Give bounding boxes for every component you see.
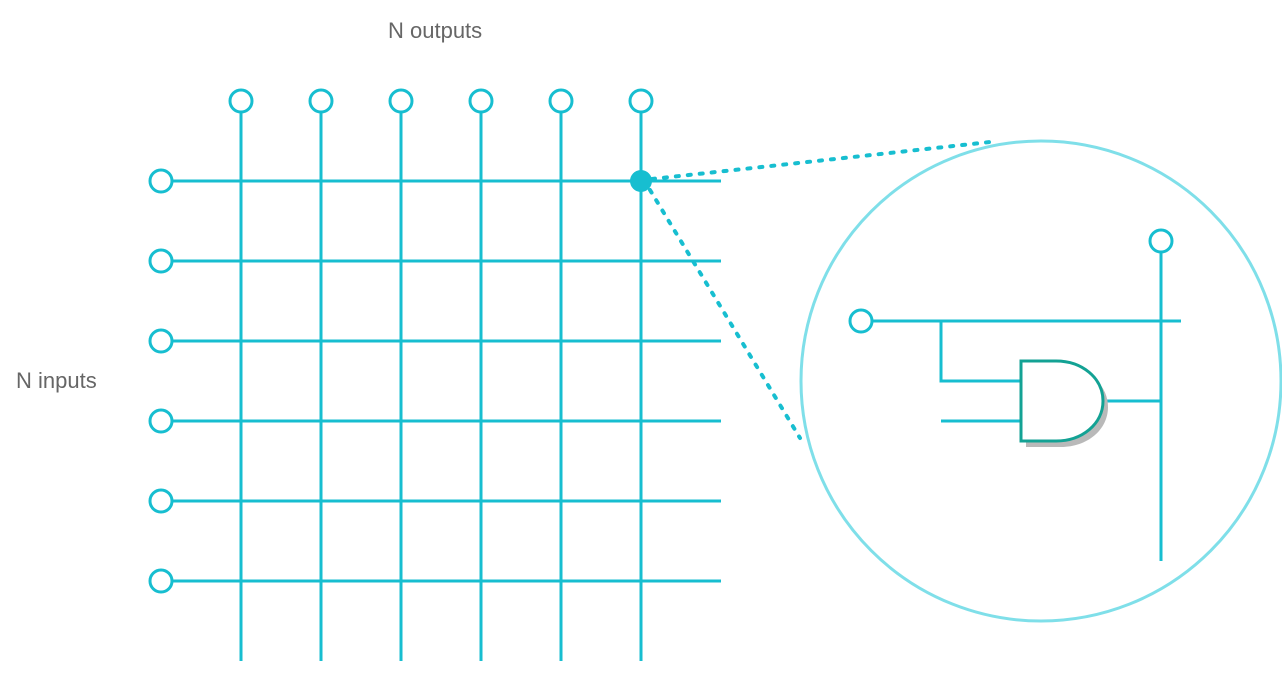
- zoom-connector-lower: [648, 188, 802, 440]
- inputs-label: N inputs: [16, 368, 97, 393]
- terminal-group: [148, 88, 654, 594]
- zoom-connector-upper: [650, 140, 992, 181]
- output-terminal: [308, 88, 334, 114]
- input-terminal: [148, 488, 174, 514]
- input-terminal: [148, 328, 174, 354]
- input-terminal: [148, 408, 174, 434]
- crossbar-grid: [173, 113, 721, 661]
- and-gate-icon: [1019, 359, 1105, 443]
- gate-input-a-wire: [939, 321, 1021, 383]
- input-terminal: [148, 568, 174, 594]
- zoom-output-terminal: [1148, 228, 1174, 254]
- output-terminal: [548, 88, 574, 114]
- output-terminal: [468, 88, 494, 114]
- input-terminal: [148, 248, 174, 274]
- output-terminal: [628, 88, 654, 114]
- input-terminal: [148, 168, 174, 194]
- highlighted-crosspoint: [630, 170, 652, 192]
- zoom-input-terminal: [848, 308, 874, 334]
- output-terminal: [228, 88, 254, 114]
- outputs-label: N outputs: [388, 18, 483, 43]
- zoom-circle: [799, 139, 1282, 623]
- output-terminal: [388, 88, 414, 114]
- zoom-detail: [799, 139, 1282, 623]
